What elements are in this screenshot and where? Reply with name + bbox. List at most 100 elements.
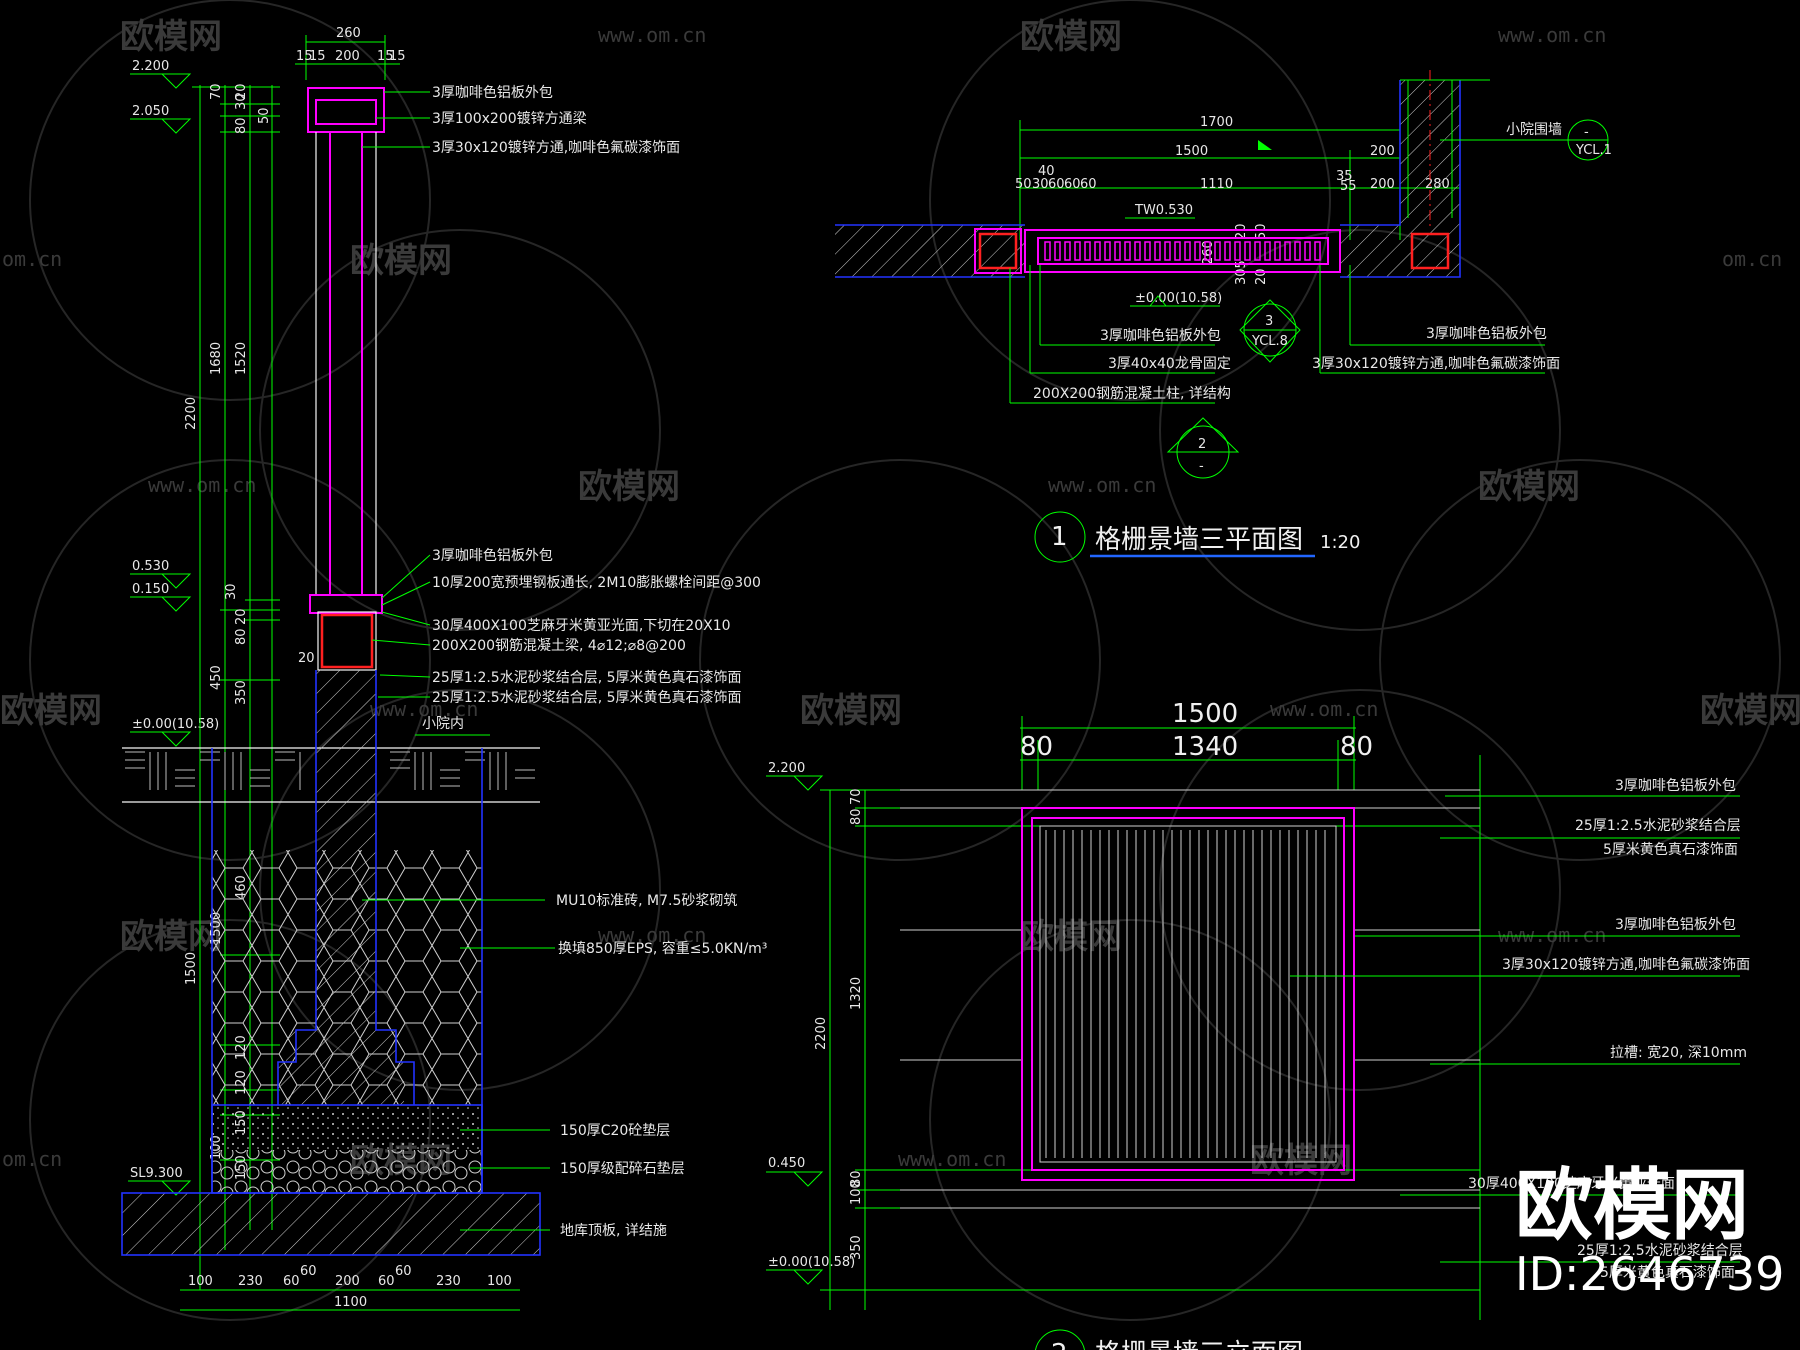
annotation-text: 150厚级配碎石垫层 bbox=[560, 1161, 685, 1177]
dim-label: 1100 bbox=[334, 1295, 367, 1310]
dim-label: 50 bbox=[1254, 223, 1269, 240]
annotation-text: 3厚咖啡色铝板外包 bbox=[1615, 777, 1736, 794]
marker-ref: YCL.8 bbox=[1251, 334, 1288, 349]
watermark-url: www.om.cn bbox=[1048, 473, 1156, 497]
grating-slat bbox=[1064, 241, 1071, 261]
dim-label: 1500 bbox=[1175, 144, 1208, 159]
annotation-text: 200X200钢筋混凝土柱, 详结构 bbox=[1033, 385, 1231, 402]
elevation-label: 2.200 bbox=[768, 761, 805, 776]
dim-label: 60 bbox=[1064, 177, 1081, 192]
dim-label: 20 bbox=[298, 651, 315, 666]
dim-label: 1340 bbox=[1172, 732, 1238, 762]
grating-slat bbox=[1144, 241, 1151, 261]
watermark-url: om.cn bbox=[1722, 247, 1782, 271]
elevation-label: 0.150 bbox=[132, 582, 169, 597]
grating-slat bbox=[1304, 241, 1311, 261]
dim-label: 200 bbox=[335, 49, 360, 64]
north-arrow-icon bbox=[1258, 140, 1272, 150]
annotation-text: 200X200钢筋混凝土梁, 4⌀12;⌀8@200 bbox=[432, 637, 686, 654]
grating-slat bbox=[1114, 241, 1121, 261]
grating-slat bbox=[1234, 241, 1241, 261]
watermark-brand: 欧模网 bbox=[578, 467, 680, 507]
watermark-url: om.cn bbox=[2, 1147, 62, 1171]
dim-label: 15 bbox=[309, 49, 326, 64]
watermark-brand: 欧模网 bbox=[1250, 1141, 1352, 1181]
watermark-circles bbox=[29, 0, 1781, 1321]
watermark-url: www.om.cn bbox=[1270, 697, 1378, 721]
annotation-text: 3厚咖啡色铝板外包 bbox=[432, 547, 553, 564]
elevation-annotations: 3厚咖啡色铝板外包 25厚1:2.5水泥砂浆结合层 5厚米黄色真石漆饰面 3厚咖… bbox=[1290, 777, 1750, 1281]
watermark-url: www.om.cn bbox=[148, 473, 256, 497]
dim-label: 80 bbox=[849, 1170, 864, 1187]
watermark-url: www.om.cn bbox=[1498, 23, 1606, 47]
dim-label: 15 bbox=[296, 49, 313, 64]
elevation-marker bbox=[130, 731, 192, 747]
watermark-url: www.om.cn bbox=[598, 923, 706, 947]
section-top-dims: 260 15 15 200 15 15 bbox=[295, 26, 406, 80]
annotation-text: 拉槽: 宽20, 深10mm bbox=[1610, 1044, 1747, 1061]
dim-label: 55 bbox=[1340, 179, 1357, 194]
section-foundation bbox=[121, 670, 541, 1256]
dim-label: 60 bbox=[395, 1264, 412, 1279]
elevation-marker bbox=[130, 573, 192, 589]
section-elevations: 2.200 2.050 0.530 0.150 ±0.00(10.58) SL9… bbox=[128, 59, 219, 1196]
grating-slat bbox=[1264, 241, 1271, 261]
dim-label: 260 bbox=[336, 26, 361, 41]
dim-label: 100 bbox=[188, 1274, 213, 1289]
annotation-text: 150厚C20砼垫层 bbox=[560, 1123, 670, 1139]
plan-dims: 1700 1500 200 40 50 30 60 60 60 1110 35 … bbox=[1015, 115, 1460, 285]
watermark-brand: 欧模网 bbox=[800, 691, 902, 731]
dim-label: 30 bbox=[234, 93, 249, 110]
grating-slat bbox=[1084, 241, 1091, 261]
dim-label: 450 bbox=[209, 665, 224, 690]
dim-label: 230 bbox=[436, 1274, 461, 1289]
grating-slat bbox=[1224, 241, 1231, 261]
grating-slat bbox=[1194, 241, 1201, 261]
grating-slat bbox=[1044, 241, 1051, 261]
dim-label: 60 bbox=[1048, 177, 1065, 192]
dim-label: 80 bbox=[234, 628, 249, 645]
grating-slat bbox=[1134, 241, 1141, 261]
grating-slat bbox=[1164, 241, 1171, 261]
badge-id: ID:2646739 bbox=[1515, 1247, 1784, 1301]
watermark-brand: 欧模网 bbox=[1020, 917, 1122, 957]
dim-label: 60 bbox=[378, 1274, 395, 1289]
grating-slat bbox=[1294, 241, 1301, 261]
marker-ref: YCL.1 bbox=[1575, 143, 1612, 158]
plan-walls bbox=[835, 70, 1490, 278]
elevation-panel bbox=[900, 789, 1480, 1209]
marker-number: 3 bbox=[1265, 314, 1273, 329]
annotation-text: 25厚1:2.5水泥砂浆结合层, 5厚米黄色真石漆饰面 bbox=[432, 689, 742, 706]
dim-label: 200 bbox=[1370, 144, 1395, 159]
elevation-label: 2.050 bbox=[132, 104, 169, 119]
dim-label: 1520 bbox=[234, 342, 249, 375]
annotation-text: 地库顶板, 详结施 bbox=[560, 1223, 667, 1239]
grating-slat bbox=[1184, 241, 1191, 261]
annotation-text: 25厚1:2.5水泥砂浆结合层 bbox=[1577, 1243, 1743, 1259]
marker-number: - bbox=[1584, 125, 1589, 140]
plan-annotations: 小院围墙 3厚咖啡色铝板外包 3厚40x40龙骨固定 200X200钢筋混凝土柱… bbox=[1009, 122, 1568, 404]
title-number: 1 bbox=[1051, 522, 1068, 552]
dim-label: 100 bbox=[849, 1180, 864, 1205]
elevation-marker bbox=[128, 1180, 192, 1196]
section-bottom-dims: 100 230 60 60 200 60 60 230 100 1100 bbox=[180, 1264, 520, 1311]
dim-label: 1680 bbox=[209, 342, 224, 375]
grating-slat bbox=[1254, 241, 1261, 261]
dim-label: TW0.530 bbox=[1134, 203, 1193, 218]
elevation-marker bbox=[1148, 295, 1168, 307]
section-annotations: 3厚咖啡色铝板外包 3厚100x200镀锌方通梁 3厚30x120镀锌方通,咖啡… bbox=[362, 84, 767, 1239]
elevation-label: ±0.00(10.58) bbox=[1135, 291, 1222, 306]
dim-label: 20 bbox=[1234, 223, 1249, 240]
grating-slat bbox=[1154, 241, 1161, 261]
dim-label: 50 bbox=[257, 107, 272, 124]
grating-slat bbox=[1174, 241, 1181, 261]
dim-label: 80 bbox=[1020, 732, 1053, 762]
annotation-text: 3厚100x200镀锌方通梁 bbox=[432, 110, 587, 127]
plan-title-block: 1 格栅景墙三平面图 1:20 bbox=[1034, 511, 1360, 563]
marker-ref: - bbox=[1199, 459, 1204, 474]
watermark-layer: 欧模网 www.om.cn 欧模网 www.om.cn om.cn 欧模网 om… bbox=[0, 0, 1800, 1321]
grating-slat bbox=[1054, 241, 1061, 261]
dim-label: 1700 bbox=[1200, 115, 1233, 130]
dim-label: 200 bbox=[335, 1274, 360, 1289]
